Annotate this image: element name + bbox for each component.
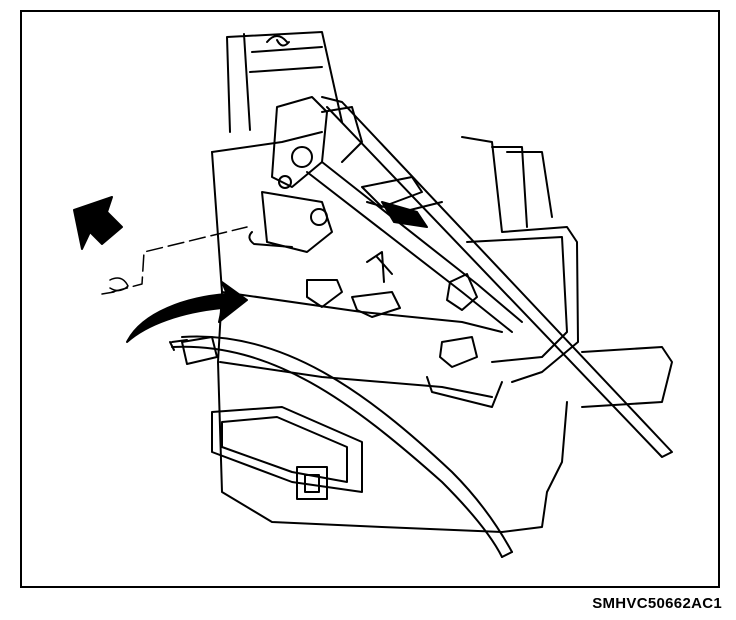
- blower-housing: [461, 136, 673, 408]
- figure-code: SMHVC50662AC1: [592, 595, 722, 612]
- heater-case-illustration: [73, 31, 673, 558]
- cable-clips: [306, 251, 478, 368]
- heater-case: [211, 131, 568, 533]
- reference-leader: [101, 226, 248, 295]
- control-cable-lower: [169, 335, 513, 558]
- diagram-frame: [20, 10, 720, 588]
- direction-arrow-icon: [73, 196, 123, 250]
- lower-outlet-duct: [211, 406, 363, 500]
- door-linkage: [248, 96, 363, 253]
- control-cable-upper: [306, 96, 673, 458]
- curved-arrow-icon: [126, 281, 248, 343]
- upper-duct: [226, 31, 343, 133]
- reference-arrow-icon: [381, 201, 428, 228]
